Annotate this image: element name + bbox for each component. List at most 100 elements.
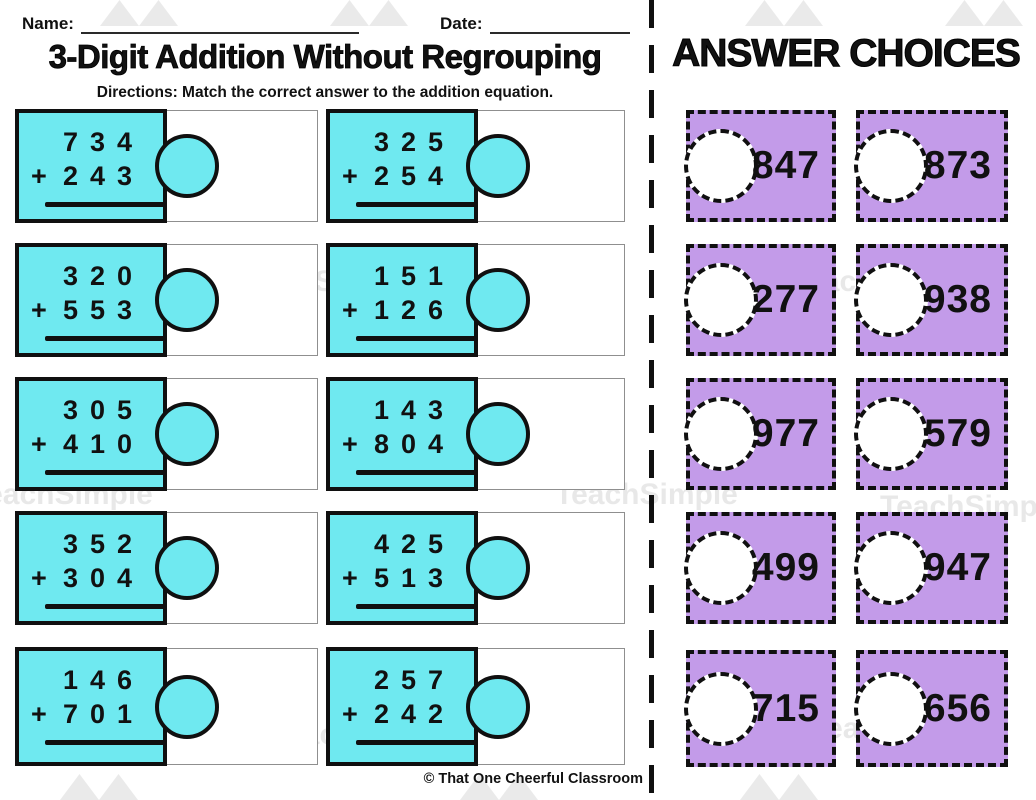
addend-top: 143 — [374, 395, 456, 425]
equation-puzzle-piece: 305 +410 — [15, 377, 219, 491]
addition-equation: 146 +701 — [31, 665, 165, 745]
plus-sign: + — [342, 429, 358, 459]
addend-bottom: 126 — [374, 295, 456, 325]
addend-top: 325 — [374, 127, 456, 157]
date-field-row: Date: — [440, 14, 630, 34]
plus-sign: + — [342, 699, 358, 729]
answer-value: 938 — [923, 278, 992, 321]
plus-sign: + — [342, 161, 358, 191]
answer-value: 873 — [923, 144, 992, 187]
answer-puzzle-piece: 579 — [854, 378, 1008, 490]
answer-puzzle-piece: 847 — [684, 110, 836, 222]
equation-puzzle-piece: 734 +243 — [15, 109, 219, 223]
addend-bottom: 410 — [63, 429, 145, 459]
addend-bottom: 242 — [374, 699, 456, 729]
addend-top: 146 — [63, 665, 145, 695]
addition-equation: 257 +242 — [342, 665, 476, 745]
answer-puzzle-piece: 977 — [684, 378, 836, 490]
addition-equation: 305 +410 — [31, 395, 165, 475]
sum-line — [45, 470, 165, 475]
puzzle-socket — [684, 263, 758, 337]
answer-value: 847 — [751, 144, 820, 187]
equation-puzzle-piece: 257 +242 — [326, 647, 530, 766]
owl-watermark-shape — [745, 0, 823, 26]
answer-puzzle-piece: 656 — [854, 650, 1008, 767]
sum-line — [356, 604, 476, 609]
addition-equation: 143 +804 — [342, 395, 476, 475]
equation-puzzle-piece: 352 +304 — [15, 511, 219, 625]
plus-sign: + — [31, 295, 47, 325]
equation-puzzle-piece: 143 +804 — [326, 377, 530, 491]
sum-line — [356, 202, 476, 207]
equation-puzzle-piece: 425 +513 — [326, 511, 530, 625]
addend-bottom: 243 — [63, 161, 145, 191]
answer-value: 579 — [923, 412, 992, 455]
directions-text: Directions: Match the correct answer to … — [96, 84, 554, 101]
answer-value: 715 — [751, 686, 820, 730]
addend-top: 320 — [63, 261, 145, 291]
problem-cell: 325 +254 — [326, 109, 625, 223]
sum-line — [356, 470, 476, 475]
answer-puzzle-piece: 499 — [684, 512, 836, 624]
problem-cell: 146 +701 — [15, 647, 318, 766]
answer-value: 499 — [751, 546, 820, 589]
dashed-divider-line — [649, 0, 654, 800]
plus-sign: + — [31, 429, 47, 459]
puzzle-knob — [155, 402, 219, 466]
puzzle-knob — [155, 536, 219, 600]
addend-bottom: 304 — [63, 563, 145, 593]
addend-bottom: 254 — [374, 161, 456, 191]
puzzle-socket — [684, 397, 758, 471]
owl-watermark-shape — [945, 0, 1023, 26]
plus-sign: + — [342, 563, 358, 593]
plus-sign: + — [31, 563, 47, 593]
puzzle-knob — [155, 134, 219, 198]
equation-puzzle-piece: 151 +126 — [326, 243, 530, 357]
answer-value: 977 — [751, 412, 820, 455]
puzzle-knob — [466, 402, 530, 466]
puzzle-knob — [466, 536, 530, 600]
sum-line — [45, 604, 165, 609]
copyright-credit: © That One Cheerful Classroom — [423, 771, 643, 787]
answer-puzzle-piece: 715 — [684, 650, 836, 767]
addend-top: 425 — [374, 529, 456, 559]
puzzle-socket — [684, 671, 758, 746]
addend-top: 151 — [374, 261, 456, 291]
addend-top: 257 — [374, 665, 456, 695]
answer-puzzle-piece: 947 — [854, 512, 1008, 624]
answer-puzzle-piece: 277 — [684, 244, 836, 356]
addition-equation: 352 +304 — [31, 529, 165, 609]
owl-watermark-shape — [740, 774, 818, 800]
sum-line — [45, 740, 165, 745]
problem-cell: 320 +553 — [15, 243, 318, 357]
problem-cell: 257 +242 — [326, 647, 625, 766]
answer-value: 947 — [923, 546, 992, 589]
problem-cell: 352 +304 — [15, 511, 318, 625]
problem-cell: 734 +243 — [15, 109, 318, 223]
sum-line — [356, 740, 476, 745]
puzzle-knob — [466, 134, 530, 198]
answer-value: 656 — [923, 686, 992, 730]
puzzle-socket — [854, 531, 928, 605]
date-blank-line — [489, 15, 630, 34]
answer-puzzle-piece: 873 — [854, 110, 1008, 222]
name-blank-line — [80, 15, 359, 34]
addend-top: 352 — [63, 529, 145, 559]
equation-puzzle-piece: 320 +553 — [15, 243, 219, 357]
puzzle-socket — [684, 531, 758, 605]
addend-bottom: 804 — [374, 429, 456, 459]
puzzle-knob — [466, 674, 530, 739]
puzzle-socket — [854, 671, 928, 746]
problem-cell: 143 +804 — [326, 377, 625, 491]
problem-cell: 305 +410 — [15, 377, 318, 491]
puzzle-knob — [155, 268, 219, 332]
addition-equation: 325 +254 — [342, 127, 476, 207]
addend-bottom: 553 — [63, 295, 145, 325]
addition-equation: 425 +513 — [342, 529, 476, 609]
puzzle-socket — [854, 397, 928, 471]
addend-top: 305 — [63, 395, 145, 425]
puzzle-knob — [466, 268, 530, 332]
sum-line — [45, 336, 165, 341]
puzzle-socket — [684, 129, 758, 203]
page-title: 3-Digit Addition Without Regrouping — [48, 38, 602, 76]
